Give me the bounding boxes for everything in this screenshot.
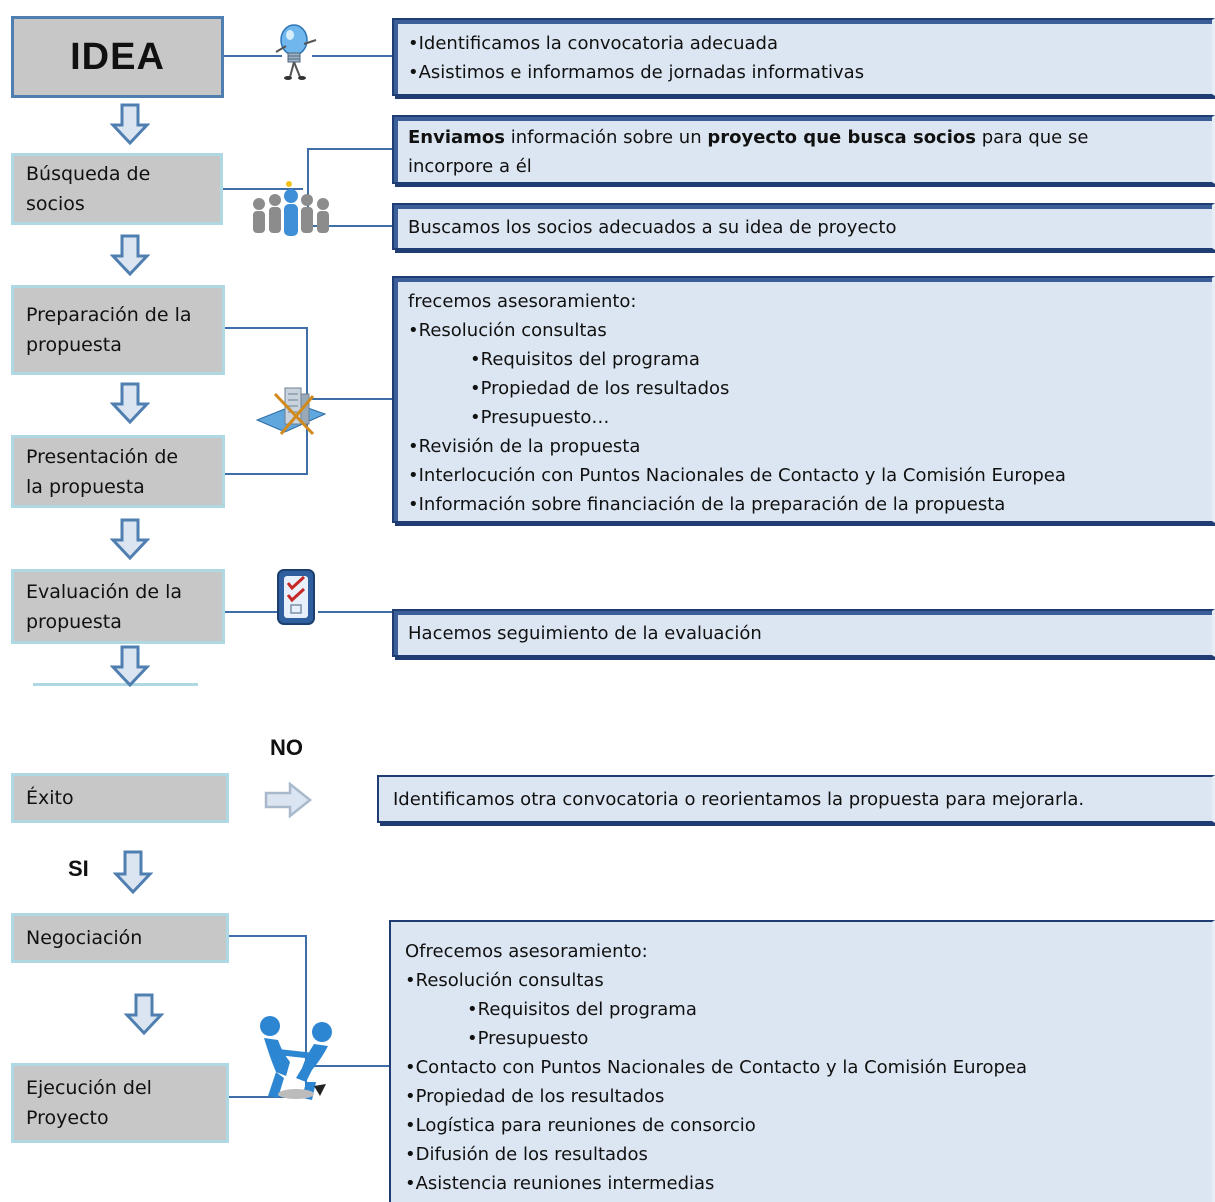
- note-line: Enviamos información sobre un proyecto q…: [408, 123, 1198, 152]
- step-label-line: propuesta: [26, 610, 122, 633]
- note-text: para que se: [975, 127, 1089, 148]
- connector-line: [224, 55, 282, 57]
- step-busqueda-socios: Búsqueda de socios: [11, 153, 223, 225]
- note-line: •Identificamos la convocatoria adecuada: [408, 33, 779, 54]
- connector-line: [307, 148, 309, 226]
- label-si: SI: [68, 856, 89, 881]
- note-line: •Revisión de la propuesta: [408, 436, 641, 457]
- step-label-line: Presentación de: [26, 445, 179, 468]
- note-propuesta: frecemos asesoramiento: •Resolución cons…: [392, 276, 1215, 523]
- connector-line: [305, 1065, 389, 1067]
- note-line: •Asistencia reuniones intermedias: [405, 1173, 715, 1194]
- note-line: •Presupuesto: [467, 1028, 589, 1049]
- note-proyecto: Ofrecemos asesoramiento: •Resolución con…: [389, 920, 1215, 1202]
- note-text: información sobre un: [505, 127, 708, 148]
- step-preparacion: Preparación de la propuesta: [11, 285, 225, 375]
- connector-line: [225, 327, 308, 329]
- people-group-icon: [253, 181, 329, 236]
- note-line: •Propiedad de los resultados: [470, 378, 730, 399]
- step-label-line: Proyecto: [26, 1107, 109, 1129]
- connector-line: [225, 473, 308, 475]
- note-line: •Presupuesto…: [470, 407, 610, 428]
- arrow-down-icon: [110, 645, 150, 687]
- note-line: Ofrecemos asesoramiento:: [405, 941, 648, 962]
- note-bold: Enviamos: [408, 127, 505, 148]
- lightbulb-icon: [275, 24, 317, 80]
- note-socios-enviamos: Enviamos información sobre un proyecto q…: [392, 115, 1215, 184]
- note-line: •Resolución consultas: [408, 320, 607, 341]
- step-label-line: Ejecución del: [26, 1077, 152, 1099]
- note-line: Buscamos los socios adecuados a su idea …: [408, 217, 897, 238]
- step-label-line: la propuesta: [26, 475, 145, 498]
- note-line: •Requisitos del programa: [467, 999, 697, 1020]
- building-plans-icon: [255, 387, 327, 436]
- arrow-right-icon: [264, 782, 312, 818]
- note-bold: proyecto que busca socios: [707, 127, 976, 148]
- connector-line: [312, 55, 392, 57]
- connector-line: [307, 148, 392, 150]
- note-socios-buscamos: Buscamos los socios adecuados a su idea …: [392, 203, 1215, 250]
- step-label-line: Evaluación de la: [26, 580, 182, 603]
- note-idea: •Identificamos la convocatoria adecuada …: [392, 18, 1215, 96]
- connector-line: [305, 935, 307, 1098]
- note-evaluacion: Hacemos seguimiento de la evaluación: [392, 609, 1215, 657]
- step-ejecucion: Ejecución del Proyecto: [11, 1063, 229, 1143]
- note-line: •Propiedad de los resultados: [405, 1086, 665, 1107]
- step-negociacion-label: Negociación: [26, 927, 143, 949]
- step-exito-label: Éxito: [26, 787, 74, 809]
- arrow-down-icon: [110, 382, 150, 424]
- arrow-down-icon: [110, 518, 150, 560]
- handshake-icon: [260, 1016, 332, 1100]
- note-line: Hacemos seguimiento de la evaluación: [408, 623, 762, 644]
- connector-line: [307, 225, 392, 227]
- note-line: frecemos asesoramiento:: [408, 291, 637, 312]
- note-line: •Contacto con Puntos Nacionales de Conta…: [405, 1057, 1028, 1078]
- note-line: •Logística para reuniones de consorcio: [405, 1115, 756, 1136]
- step-idea-label: IDEA: [70, 36, 165, 78]
- step-label-line: Preparación de la: [26, 304, 192, 326]
- step-idea: IDEA: [11, 16, 224, 98]
- step-exito: Éxito: [11, 773, 229, 823]
- arrow-down-icon: [110, 103, 150, 145]
- connector-line: [318, 611, 392, 613]
- step-label-line: propuesta: [26, 334, 122, 356]
- connector-line: [229, 1096, 307, 1098]
- note-line: •Difusión de los resultados: [405, 1144, 648, 1165]
- arrow-down-icon: [124, 993, 164, 1035]
- step-presentacion: Presentación de la propuesta: [11, 435, 225, 508]
- note-line: incorpore a él: [408, 156, 532, 177]
- note-exito-no: Identificamos otra convocatoria o reorie…: [377, 775, 1215, 823]
- note-line: •Resolución consultas: [405, 970, 604, 991]
- note-line: •Información sobre financiación de la pr…: [408, 494, 1006, 515]
- connector-line: [223, 188, 303, 190]
- note-line: •Asistimos e informamos de jornadas info…: [408, 62, 865, 83]
- checklist-icon: [277, 569, 315, 625]
- label-no: NO: [270, 735, 303, 760]
- step-evaluacion: Evaluación de la propuesta: [11, 569, 225, 644]
- step-label-line: socios: [26, 193, 85, 215]
- divider-line: [33, 683, 198, 686]
- step-label-line: Búsqueda de: [26, 163, 151, 185]
- arrow-down-icon: [113, 850, 153, 894]
- arrow-down-icon: [110, 234, 150, 276]
- note-line: •Interlocución con Puntos Nacionales de …: [408, 465, 1066, 486]
- connector-line: [306, 398, 392, 400]
- step-negociacion: Negociación: [11, 913, 229, 963]
- connector-line: [225, 611, 280, 613]
- connector-line: [229, 935, 307, 937]
- note-line: Identificamos otra convocatoria o reorie…: [393, 789, 1085, 810]
- note-line: •Requisitos del programa: [470, 349, 700, 370]
